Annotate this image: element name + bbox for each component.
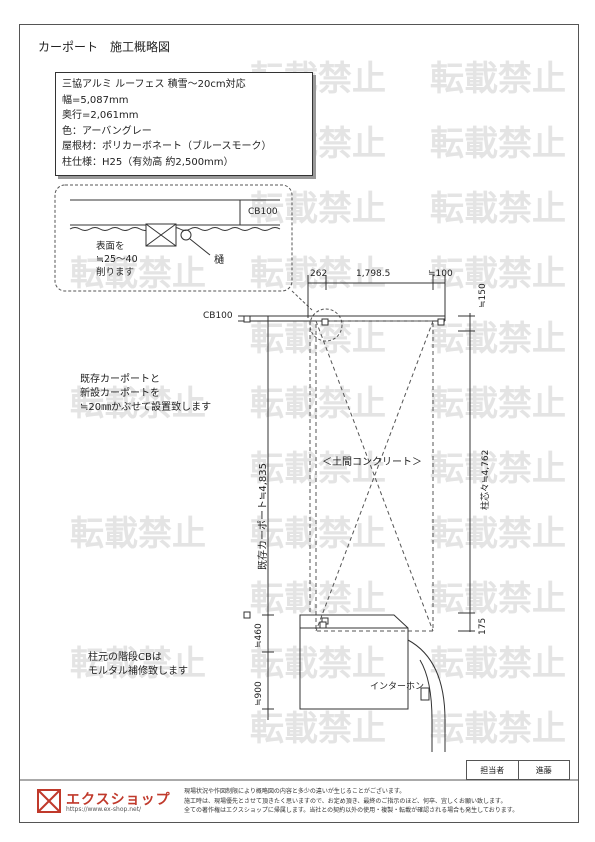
spec-width: 幅=5,087mm	[62, 94, 129, 106]
watermark-text: 転載禁止	[70, 254, 206, 294]
watermark-text: 転載禁止	[70, 514, 206, 554]
intercom-label: インターホン	[370, 682, 425, 692]
detail-callout	[54, 184, 293, 292]
spec-roof: 屋根材：ポリカーボネート（ブルースモーク）	[62, 141, 272, 152]
watermark-text: 転載禁止	[70, 384, 206, 424]
pillar-top-right	[437, 318, 445, 326]
logo-icon	[37, 789, 61, 813]
watermark-text: 転載禁止	[430, 319, 566, 359]
watermark-text: 転載禁止	[250, 709, 386, 749]
page-title: カーポート 施工概略図	[38, 40, 171, 54]
logo: エクスショップ	[66, 792, 171, 808]
dim-right-bottom: 175	[478, 617, 488, 635]
staff-name: 進藤	[535, 765, 552, 775]
spec-color: 色：アーバングレー	[62, 125, 152, 137]
step-note: 柱元の階段CBは モルタル補修致します	[88, 652, 188, 677]
concrete-label: ＜土間コンクリート＞	[322, 457, 422, 468]
watermark-text: 転載禁止	[430, 384, 566, 424]
watermark-text: 転載禁止	[250, 579, 386, 619]
new-carport-outline	[315, 320, 434, 632]
detail-cb-label: CB100	[248, 207, 278, 217]
watermark-text: 転載禁止	[430, 254, 566, 294]
watermark-text: 転載禁止	[430, 579, 566, 619]
dim-left-460: ≒460	[254, 623, 264, 648]
spec-box: 三協アルミ ルーフェス 積雪～20cm対応 幅=5,087mm 奥行=2,061…	[55, 72, 313, 176]
detail-marker	[309, 308, 343, 342]
spec-product: 三協アルミ ルーフェス 積雪～20cm対応	[62, 79, 246, 90]
staff-stamp: 担当者 進藤	[466, 760, 570, 780]
logo-url: https://www.ex-shop.net/	[66, 806, 142, 813]
dim-left-900: ≒900	[254, 681, 264, 706]
watermark-text: 転載禁止	[430, 189, 566, 229]
disclaimer: 現場状況や作図制限により概略図の内容と多少の違いが生じることがございます。 施工…	[184, 788, 519, 814]
gutter-icon	[180, 229, 192, 241]
cb100-label: CB100	[203, 311, 233, 321]
dim-top-mid: 1,798.5	[356, 269, 391, 279]
watermark-text: 転載禁止	[430, 709, 566, 749]
surface-note: 表面を ≒25～40 削ります	[96, 241, 138, 278]
watermark-text: 転載禁止	[430, 644, 566, 684]
watermark-text: 転載禁止	[430, 514, 566, 554]
dim-top-left: 262	[310, 269, 328, 279]
watermark-text: 転載禁止	[250, 319, 386, 359]
spec-depth: 奥行=2,061mm	[62, 110, 139, 121]
staff-label: 担当者	[467, 761, 519, 779]
watermark-text: 転載禁止	[250, 254, 386, 294]
watermark-text: 転載禁止	[250, 514, 386, 554]
watermark-text: 転載禁止	[70, 644, 206, 684]
drawing-frame	[19, 24, 579, 823]
dim-right-top: ≒150	[478, 283, 488, 308]
watermark-text: 転載禁止	[430, 124, 566, 164]
overlap-note: 既存カーポートと 新設カーポートを ≒20㎜かぶせて設置致します	[80, 374, 212, 413]
watermark-text: 転載禁止	[430, 59, 566, 99]
dim-left-existing: 既存カーポート≒4,835	[258, 462, 269, 570]
pillar-top-left	[321, 318, 329, 326]
intercom-icon	[420, 687, 430, 701]
watermark-text: 転載禁止	[430, 449, 566, 489]
watermark-text: 転載禁止	[250, 644, 386, 684]
dim-right-pillar: 柱芯々≒4,762	[481, 449, 491, 510]
dim-top-right: ≒100	[428, 269, 453, 279]
step-block	[299, 614, 409, 710]
watermark-text: 転載禁止	[250, 189, 386, 229]
watermark-text: 転載禁止	[250, 449, 386, 489]
gutter-label: 樋	[214, 255, 224, 266]
watermark-text: 転載禁止	[250, 384, 386, 424]
spec-pillar: 柱仕様：H25（有効高 約2,500mm）	[62, 156, 234, 168]
